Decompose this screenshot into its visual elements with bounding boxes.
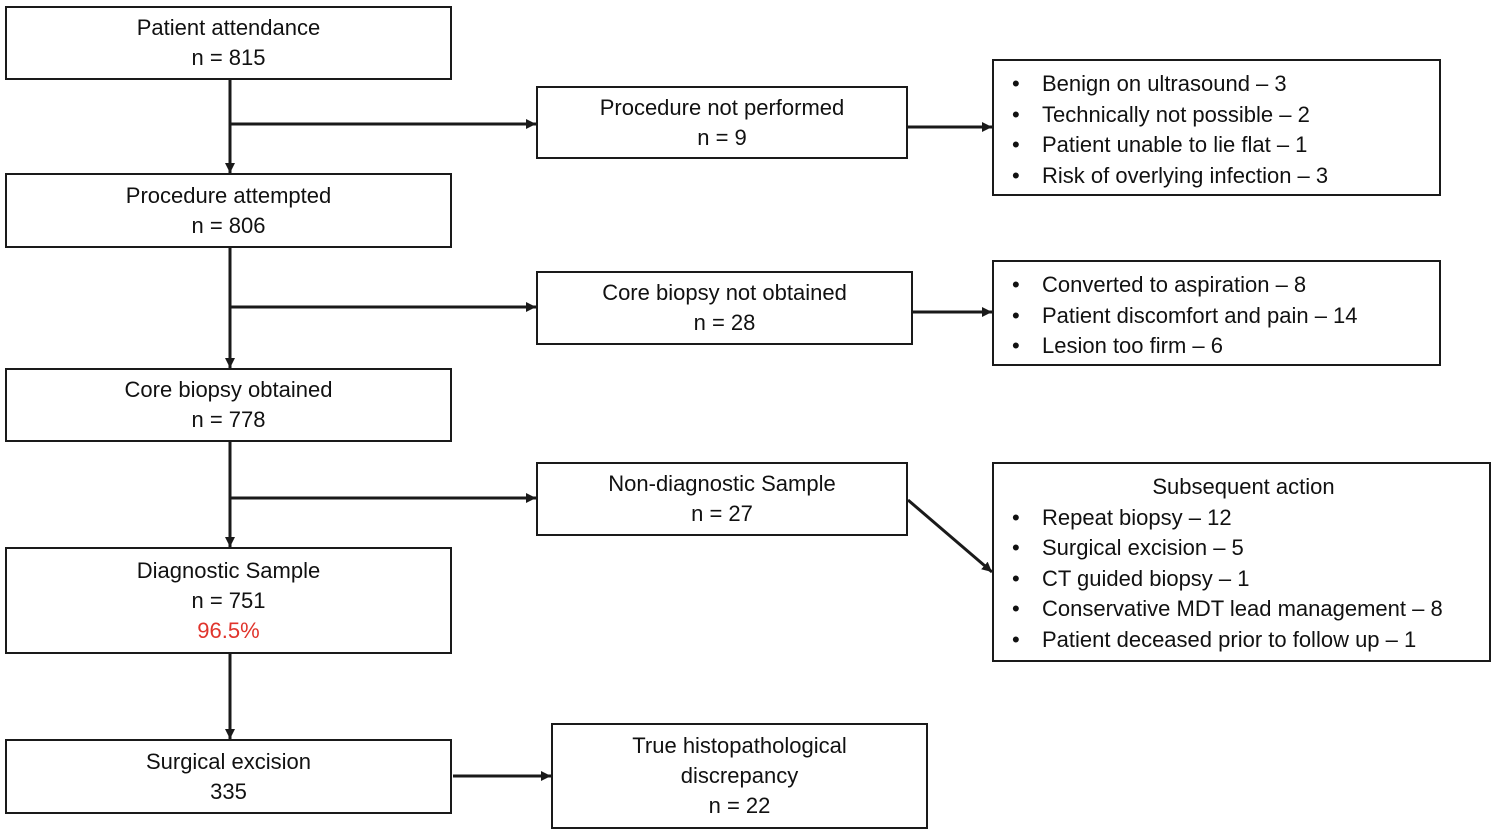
node-title-line1: True histopathological [632,733,847,758]
node-true-histopathological-discrepancy: True histopathological discrepancy n = 2… [551,723,928,829]
node-title: Procedure not performed [599,94,845,120]
reasons-core-not-obtained-list: Converted to aspiration – 8 Patient disc… [1008,270,1429,362]
node-count: n = 9 [697,124,747,150]
list-item: Conservative MDT lead management – 8 [1008,594,1479,625]
node-procedure-not-performed: Procedure not performed n = 9 [536,86,908,159]
node-count: n = 806 [191,212,266,238]
node-title: Procedure attempted [125,182,332,208]
subsequent-action-box: Subsequent action Repeat biopsy – 12 Sur… [992,462,1491,662]
node-core-biopsy-obtained: Core biopsy obtained n = 778 [5,368,452,442]
node-title: Core biopsy obtained [124,377,333,402]
node-title: Non-diagnostic Sample [608,471,836,496]
node-patient-attendance: Patient attendance n = 815 [5,6,452,80]
arrow-to-subsequent-action [907,498,993,574]
subsequent-action-list: Repeat biopsy – 12 Surgical excision – 5… [1008,503,1479,656]
node-surgical-excision: Surgical excision 335 [5,739,452,814]
node-title: Patient attendance [136,15,321,40]
reasons-not-performed-list: Benign on ultrasound – 3 Technically not… [1008,69,1429,191]
node-title: Surgical excision [145,748,312,774]
diagnostic-percentage: 96.5% [197,617,260,643]
node-diagnostic-sample: Diagnostic Sample n = 751 96.5% [5,547,452,654]
node-title-line2: discrepancy [680,763,799,788]
list-item: Risk of overlying infection – 3 [1008,161,1429,192]
node-count: n = 22 [708,793,771,818]
list-item: Patient discomfort and pain – 14 [1008,301,1429,332]
list-item: Surgical excision – 5 [1008,533,1479,564]
list-item: Repeat biopsy – 12 [1008,503,1479,534]
list-item: Patient deceased prior to follow up – 1 [1008,625,1479,656]
node-count: n = 28 [693,310,756,335]
node-count: n = 815 [191,45,266,70]
node-count: 335 [210,778,247,804]
reasons-core-not-obtained-box: Converted to aspiration – 8 Patient disc… [992,260,1441,366]
list-item: Lesion too firm – 6 [1008,331,1429,362]
subsequent-action-title: Subsequent action [1152,474,1335,499]
node-count: n = 27 [691,501,753,526]
list-item: Benign on ultrasound – 3 [1008,69,1429,100]
node-core-biopsy-not-obtained: Core biopsy not obtained n = 28 [536,271,913,345]
node-procedure-attempted: Procedure attempted n = 806 [5,173,452,248]
node-title: Core biopsy not obtained [602,280,847,305]
list-item: Technically not possible – 2 [1008,100,1429,131]
node-non-diagnostic-sample: Non-diagnostic Sample n = 27 [536,462,908,536]
node-count: n = 751 [191,587,266,613]
reasons-not-performed-box: Benign on ultrasound – 3 Technically not… [992,59,1441,196]
list-item: CT guided biopsy – 1 [1008,564,1479,595]
node-count: n = 778 [191,407,266,432]
node-title: Diagnostic Sample [136,557,321,583]
list-item: Patient unable to lie flat – 1 [1008,130,1429,161]
list-item: Converted to aspiration – 8 [1008,270,1429,301]
